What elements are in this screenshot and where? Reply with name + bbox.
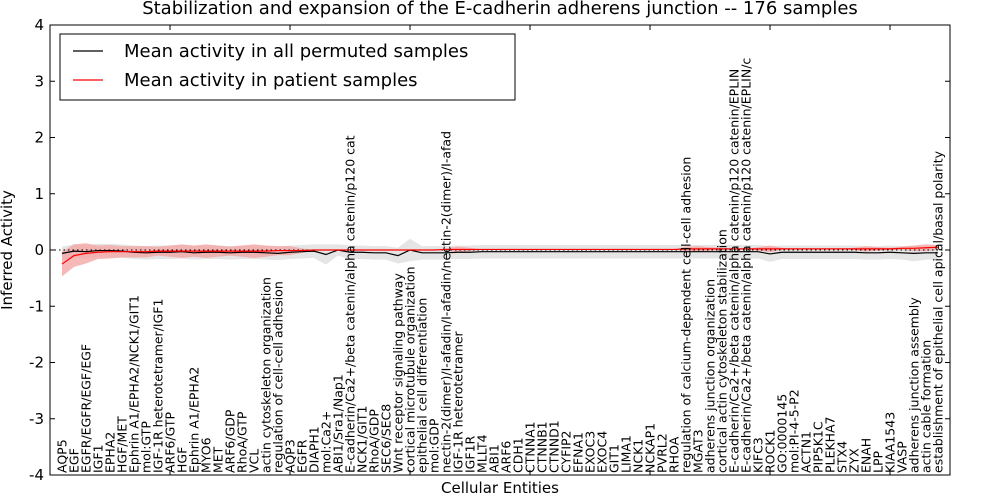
x-tick-label: mol:GTP: [139, 421, 154, 473]
x-tick-labels: AQP5EGFEGFR/EGFR/EGF/EGFIGF1EPHA2HGF/MET…: [55, 58, 946, 473]
x-tick-label: EFNA1: [571, 432, 586, 473]
x-tick-label: cortical actin cytoskeleton stabilizatio…: [715, 229, 730, 473]
x-tick-label: Wnt receptor signaling pathway: [391, 273, 406, 473]
x-tick-label: NCK1/GIT1: [355, 406, 370, 473]
x-tick-label: GO:0000145: [775, 394, 790, 473]
x-tick-label: EGFR: [295, 439, 310, 473]
y-axis-label: Inferred Activity: [0, 190, 16, 310]
x-tick-label: RhoA/GDP: [367, 409, 382, 473]
x-tick-label: MGAT3: [691, 429, 706, 473]
x-tick-label: adherens junction assembly: [907, 297, 922, 473]
x-tick-label: LPP: [871, 450, 886, 473]
x-tick-label: Ephrin A1/EPHA2/NCK1/GIT1: [127, 295, 142, 473]
x-tick-label: ABI1/Sra1/Nap1: [331, 374, 346, 473]
x-tick-label: IGF1R: [463, 435, 478, 473]
x-tick-label: EPHA2: [103, 432, 118, 473]
x-tick-label: VASP: [895, 441, 910, 473]
x-tick-label: KIFC3: [751, 437, 766, 473]
y-tick-label: -1: [29, 297, 44, 315]
legend: Mean activity in all permuted samples Me…: [59, 33, 516, 101]
x-tick-label: STX4: [835, 441, 850, 473]
x-tick-label: KIAA1543: [883, 412, 898, 473]
x-tick-label: mol:PI-4-5-P2: [787, 389, 802, 473]
legend-label-patient: Mean activity in patient samples: [124, 70, 418, 91]
x-tick-label: PLEKHA7: [823, 416, 838, 473]
x-tick-label: IGF-1R heterotetramer: [451, 330, 466, 473]
x-tick-label: NCK1: [631, 439, 646, 473]
x-tick-label: AQP3: [283, 439, 298, 473]
x-tick-label: adherens junction organization: [703, 279, 718, 473]
x-tick-label: GIT1: [607, 444, 622, 473]
x-tick-label: actin cable formation: [919, 340, 934, 473]
x-tick-label: ABI1: [487, 444, 502, 473]
x-tick-label: MET: [211, 446, 226, 473]
x-tick-label: cortical microtubule organization: [403, 266, 418, 473]
x-tick-label: regulation of cell-cell adhesion: [271, 281, 286, 473]
x-tick-label: E-cadherin/Ca2+/beta catenin/alpha caten…: [739, 58, 754, 473]
y-tick-label: 3: [34, 72, 44, 90]
x-tick-label: RHOA: [667, 436, 682, 473]
x-tick-label: ARF6: [499, 441, 514, 473]
x-tick-label: CTNNB1: [535, 421, 550, 473]
x-tick-label: E-cadherin/Ca2+/beta catenin/alpha caten…: [727, 69, 742, 473]
x-tick-label: ACTN1: [799, 431, 814, 473]
x-tick-label: NCKAP1: [643, 423, 658, 473]
x-tick-label: epithelial cell differentiation: [415, 298, 430, 473]
x-tick-label: EGF: [67, 448, 82, 473]
y-tick-label: 4: [34, 16, 44, 34]
x-tick-label: ROCK1: [763, 430, 778, 473]
line-permuted: [61, 249, 938, 257]
y-tick-label: -4: [29, 466, 44, 484]
x-tick-label: mol:GDP: [427, 418, 442, 473]
x-tick-label: establishment of epithelial cell apical/…: [931, 150, 946, 473]
x-tick-label: CYFIP2: [559, 430, 574, 473]
y-tick-label: 2: [34, 129, 44, 147]
series-lines: [50, 246, 950, 265]
x-tick-label: ARF6/GTP: [163, 412, 178, 473]
legend-box: [59, 33, 516, 101]
x-tick-label: DIAPH1: [307, 426, 322, 473]
x-tick-label: ENAH: [859, 438, 874, 473]
x-tick-label: CTNND1: [547, 420, 562, 473]
x-tick-label: VCL: [247, 449, 262, 473]
y-tick-label: 0: [34, 241, 44, 259]
y-tick-label: -2: [29, 354, 44, 372]
x-tick-label: actin cytoskeleton organization: [259, 277, 274, 473]
x-tick-label: LIMA1: [619, 435, 634, 473]
x-tick-label: ARF6/GDP: [223, 409, 238, 473]
x-tick-label: nectin-2(dimer)/I-afadin/I-afadin/nectin…: [439, 131, 454, 473]
x-tick-label: CDH1: [511, 437, 526, 473]
x-tick-label: CTNNA1: [523, 421, 538, 473]
band-patient: [62, 243, 938, 277]
x-tick-label: PVRL2: [655, 433, 670, 473]
x-tick-label: EGFR/EGFR/EGF/EGF: [79, 344, 94, 473]
x-tick-label: RhoA/GTP: [235, 411, 250, 473]
x-tick-label: AQP5: [55, 439, 70, 473]
x-tick-label: regulation of calcium-dependent cell-cel…: [679, 157, 694, 473]
axis-ticks: -4 -3 -2 -1 0 1 2 3 4: [29, 16, 950, 484]
x-tick-label: ZYX: [847, 448, 862, 473]
x-axis-label: Cellular Entities: [441, 479, 559, 497]
x-tick-label: SEC6/SEC8: [379, 404, 394, 473]
x-tick-label: MYO6: [199, 437, 214, 473]
x-tick-label: PIP5K1C: [811, 421, 826, 473]
line-patient: [61, 246, 939, 265]
y-tick-label: -3: [29, 410, 44, 428]
y-tick-label: 1: [34, 185, 44, 203]
x-tick-label: EXOC3: [583, 431, 598, 473]
chart-title: Stabilization and expansion of the E-cad…: [142, 0, 858, 19]
x-tick-label: mol:Ca2+: [319, 411, 334, 473]
x-tick-label: IGF-1R heterotetramer/IGF1: [151, 299, 166, 473]
x-tick-label: HGF/MET: [115, 416, 130, 473]
x-tick-label: IGF1: [91, 444, 106, 473]
x-tick-label: HGF: [175, 447, 190, 473]
x-tick-label: EXOC4: [595, 431, 610, 473]
x-tick-label: Ephrin A1/EPHA2: [187, 367, 202, 473]
legend-label-permuted: Mean activity in all permuted samples: [124, 41, 468, 62]
confidence-bands: [62, 238, 938, 277]
x-tick-label: E-cadherin/Ca2+/beta catenin/alpha caten…: [343, 135, 358, 473]
x-tick-label: MLLT4: [475, 434, 490, 473]
